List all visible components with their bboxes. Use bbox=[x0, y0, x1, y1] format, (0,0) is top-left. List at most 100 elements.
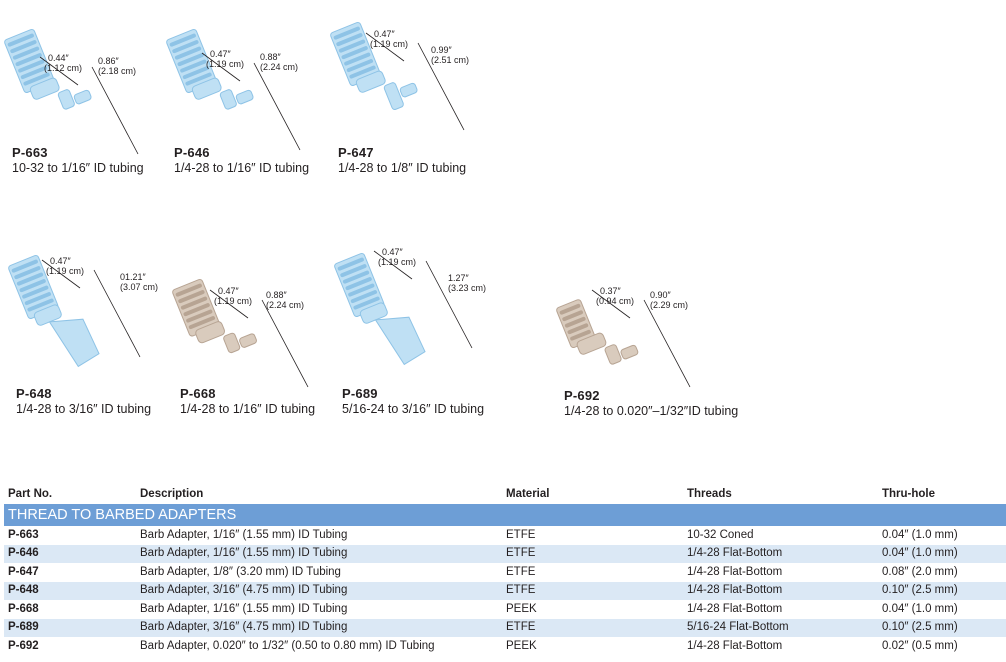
cell-threads: 5/16-24 Flat-Bottom bbox=[683, 618, 878, 637]
part-number: P-648 bbox=[16, 386, 52, 401]
part-number: P-647 bbox=[338, 145, 374, 160]
cell-part-no: P-646 bbox=[4, 544, 136, 563]
part-caption: 5/16-24 to 3/16″ ID tubing bbox=[342, 402, 485, 416]
cell-description: Barb Adapter, 0.020″ to 1/32″ (0.50 to 0… bbox=[140, 639, 435, 652]
cell-threads: 1/4-28 Flat-Bottom bbox=[683, 544, 878, 563]
col-part-no: Part No. bbox=[8, 488, 53, 500]
fitting-illustration: 0.37″ (0.94 cm) 0.90″ (2.29 cm) bbox=[556, 286, 691, 388]
part-number: P-646 bbox=[174, 145, 210, 160]
cell-material: PEEK bbox=[506, 602, 537, 615]
dim-length-in: 0.90″ bbox=[650, 290, 672, 300]
part-number: P-689 bbox=[342, 386, 378, 401]
cell-material: ETFE bbox=[502, 544, 683, 563]
cell-part-no: P-692 bbox=[8, 639, 39, 652]
dim-length-in: 0.88″ bbox=[260, 52, 282, 62]
cell-thru-hole: 0.04″ (1.0 mm) bbox=[878, 544, 1006, 563]
dim-width-in: 0.37″ bbox=[600, 286, 622, 296]
cell-threads: 1/4-28 Flat-Bottom bbox=[683, 581, 878, 600]
cell-description: Barb Adapter, 1/8″ (3.20 mm) ID Tubing bbox=[140, 565, 341, 578]
product-card: 0.47″ (1.19 cm) 0.99″ (2.51 cm) P-647 1/… bbox=[330, 5, 494, 175]
fitting-illustration: 0.47″ (1.19 cm) 0.88″ (2.24 cm) bbox=[166, 28, 301, 151]
cell-description: Barb Adapter, 3/16″ (4.75 mm) ID Tubing bbox=[136, 618, 502, 637]
dim-width-cm: (1.19 cm) bbox=[46, 266, 84, 276]
dim-length-in: 0.86″ bbox=[98, 56, 120, 66]
cell-part-no: P-647 bbox=[8, 565, 39, 578]
fitting-illustration: 0.44″ (1.12 cm) 0.86″ (2.18 cm) bbox=[4, 28, 139, 155]
adapters-table: Part No. Description Material Threads Th… bbox=[4, 486, 1006, 656]
dim-length-cm: (2.18 cm) bbox=[98, 66, 136, 76]
product-card: 0.37″ (0.94 cm) 0.90″ (2.29 cm) P-692 1/… bbox=[556, 280, 738, 418]
dim-width-in: 0.47″ bbox=[382, 247, 404, 257]
cell-part-no: P-689 bbox=[4, 618, 136, 637]
dim-width-cm: (1.19 cm) bbox=[206, 59, 244, 69]
cell-material: ETFE bbox=[506, 565, 536, 578]
dim-width-in: 0.47″ bbox=[218, 286, 240, 296]
part-caption: 1/4-28 to 3/16″ ID tubing bbox=[16, 402, 152, 416]
fitting-illustration: 0.47″ (1.19 cm) 01.21″ (3.07 cm) bbox=[8, 254, 158, 368]
dim-width-in: 0.44″ bbox=[48, 53, 70, 63]
table-row: P-668 Barb Adapter, 1/16″ (1.55 mm) ID Tu… bbox=[4, 600, 1006, 619]
product-card: 0.47″ (1.19 cm) 1.27″ (3.23 cm) P-689 5/… bbox=[334, 236, 498, 416]
dim-length-cm: (2.24 cm) bbox=[266, 300, 304, 310]
dim-length-in: 0.88″ bbox=[266, 290, 288, 300]
cell-threads: 10-32 Coned bbox=[687, 528, 754, 541]
product-card: 0.47″ (1.19 cm) 0.88″ (2.24 cm) P-668 1/… bbox=[172, 262, 336, 416]
col-thru-hole: Thru-hole bbox=[882, 488, 936, 500]
product-card: 0.47″ (1.19 cm) 01.21″ (3.07 cm) P-648 1… bbox=[8, 238, 172, 416]
cell-material: ETFE bbox=[502, 618, 683, 637]
part-caption: 1/4-28 to 1/16″ ID tubing bbox=[180, 402, 316, 416]
dim-length-cm: (3.23 cm) bbox=[448, 283, 486, 293]
cell-description: Barb Adapter, 1/16″ (1.55 mm) ID Tubing bbox=[136, 544, 502, 563]
dim-length-cm: (2.24 cm) bbox=[260, 62, 298, 72]
cell-part-no: P-668 bbox=[8, 602, 39, 615]
dim-length-in: 0.99″ bbox=[431, 45, 453, 55]
product-card: 0.44″ (1.12 cm) 0.86″ (2.18 cm) P-663 10… bbox=[4, 12, 168, 175]
part-number: P-663 bbox=[12, 145, 48, 160]
col-description: Description bbox=[140, 488, 204, 500]
cell-threads: 1/4-28 Flat-Bottom bbox=[687, 602, 783, 615]
table-header-row: Part No. Description Material Threads Th… bbox=[4, 486, 1006, 504]
dim-length-in: 01.21″ bbox=[120, 272, 147, 282]
part-caption: 1/4-28 to 1/8″ ID tubing bbox=[338, 161, 467, 175]
cell-thru-hole: 0.04″ (1.0 mm) bbox=[882, 602, 958, 615]
product-card: 0.47″ (1.19 cm) 0.88″ (2.24 cm) P-646 1/… bbox=[166, 12, 330, 175]
part-number: P-692 bbox=[564, 388, 600, 403]
dim-width-cm: (1.19 cm) bbox=[378, 257, 416, 267]
cell-thru-hole: 0.10″ (2.5 mm) bbox=[878, 581, 1006, 600]
cell-description: Barb Adapter, 1/16″ (1.55 mm) ID Tubing bbox=[140, 602, 348, 615]
section-title: THREAD TO BARBED ADAPTERS bbox=[4, 504, 1006, 526]
part-caption: 10-32 to 1/16″ ID tubing bbox=[12, 161, 144, 175]
fitting-illustration: 0.47″ (1.19 cm) 0.88″ (2.24 cm) bbox=[172, 278, 309, 388]
cell-thru-hole: 0.08″ (2.0 mm) bbox=[882, 565, 958, 578]
dim-width-cm: (1.12 cm) bbox=[44, 63, 82, 73]
cell-description: Barb Adapter, 3/16″ (4.75 mm) ID Tubing bbox=[136, 581, 502, 600]
cell-material: ETFE bbox=[506, 528, 536, 541]
part-number: P-668 bbox=[180, 386, 216, 401]
cell-thru-hole: 0.04″ (1.0 mm) bbox=[882, 528, 958, 541]
part-caption: 1/4-28 to 0.020″–1/32″ID tubing bbox=[564, 404, 739, 418]
section-header-row: THREAD TO BARBED ADAPTERS bbox=[4, 504, 1006, 526]
table-row: P-647 Barb Adapter, 1/8″ (3.20 mm) ID Tub… bbox=[4, 563, 1006, 582]
dim-length-cm: (2.29 cm) bbox=[650, 300, 688, 310]
cell-part-no: P-663 bbox=[8, 528, 39, 541]
cell-material: ETFE bbox=[502, 581, 683, 600]
dim-width-cm: (0.94 cm) bbox=[596, 296, 634, 306]
cell-part-no: P-648 bbox=[4, 581, 136, 600]
col-material: Material bbox=[506, 488, 550, 500]
dim-length-in: 1.27″ bbox=[448, 273, 470, 283]
cell-thru-hole: 0.10″ (2.5 mm) bbox=[878, 618, 1006, 637]
dim-length-cm: (2.51 cm) bbox=[431, 55, 469, 65]
part-caption: 1/4-28 to 1/16″ ID tubing bbox=[174, 161, 310, 175]
table-row: P-692 Barb Adapter, 0.020″ to 1/32″ (0.50… bbox=[4, 637, 1006, 656]
dim-width-in: 0.47″ bbox=[374, 29, 396, 39]
table-row: P-663 Barb Adapter, 1/16″ (1.55 mm) ID Tu… bbox=[4, 526, 1006, 545]
dim-width-cm: (1.19 cm) bbox=[370, 39, 408, 49]
dim-width-cm: (1.19 cm) bbox=[214, 296, 252, 306]
cell-threads: 1/4-28 Flat-Bottom bbox=[687, 565, 783, 578]
fitting-illustration: 0.47″ (1.19 cm) 0.99″ (2.51 cm) bbox=[330, 21, 469, 131]
cell-description: Barb Adapter, 1/16″ (1.55 mm) ID Tubing bbox=[140, 528, 348, 541]
cell-threads: 1/4-28 Flat-Bottom bbox=[687, 639, 783, 652]
cell-material: PEEK bbox=[506, 639, 537, 652]
